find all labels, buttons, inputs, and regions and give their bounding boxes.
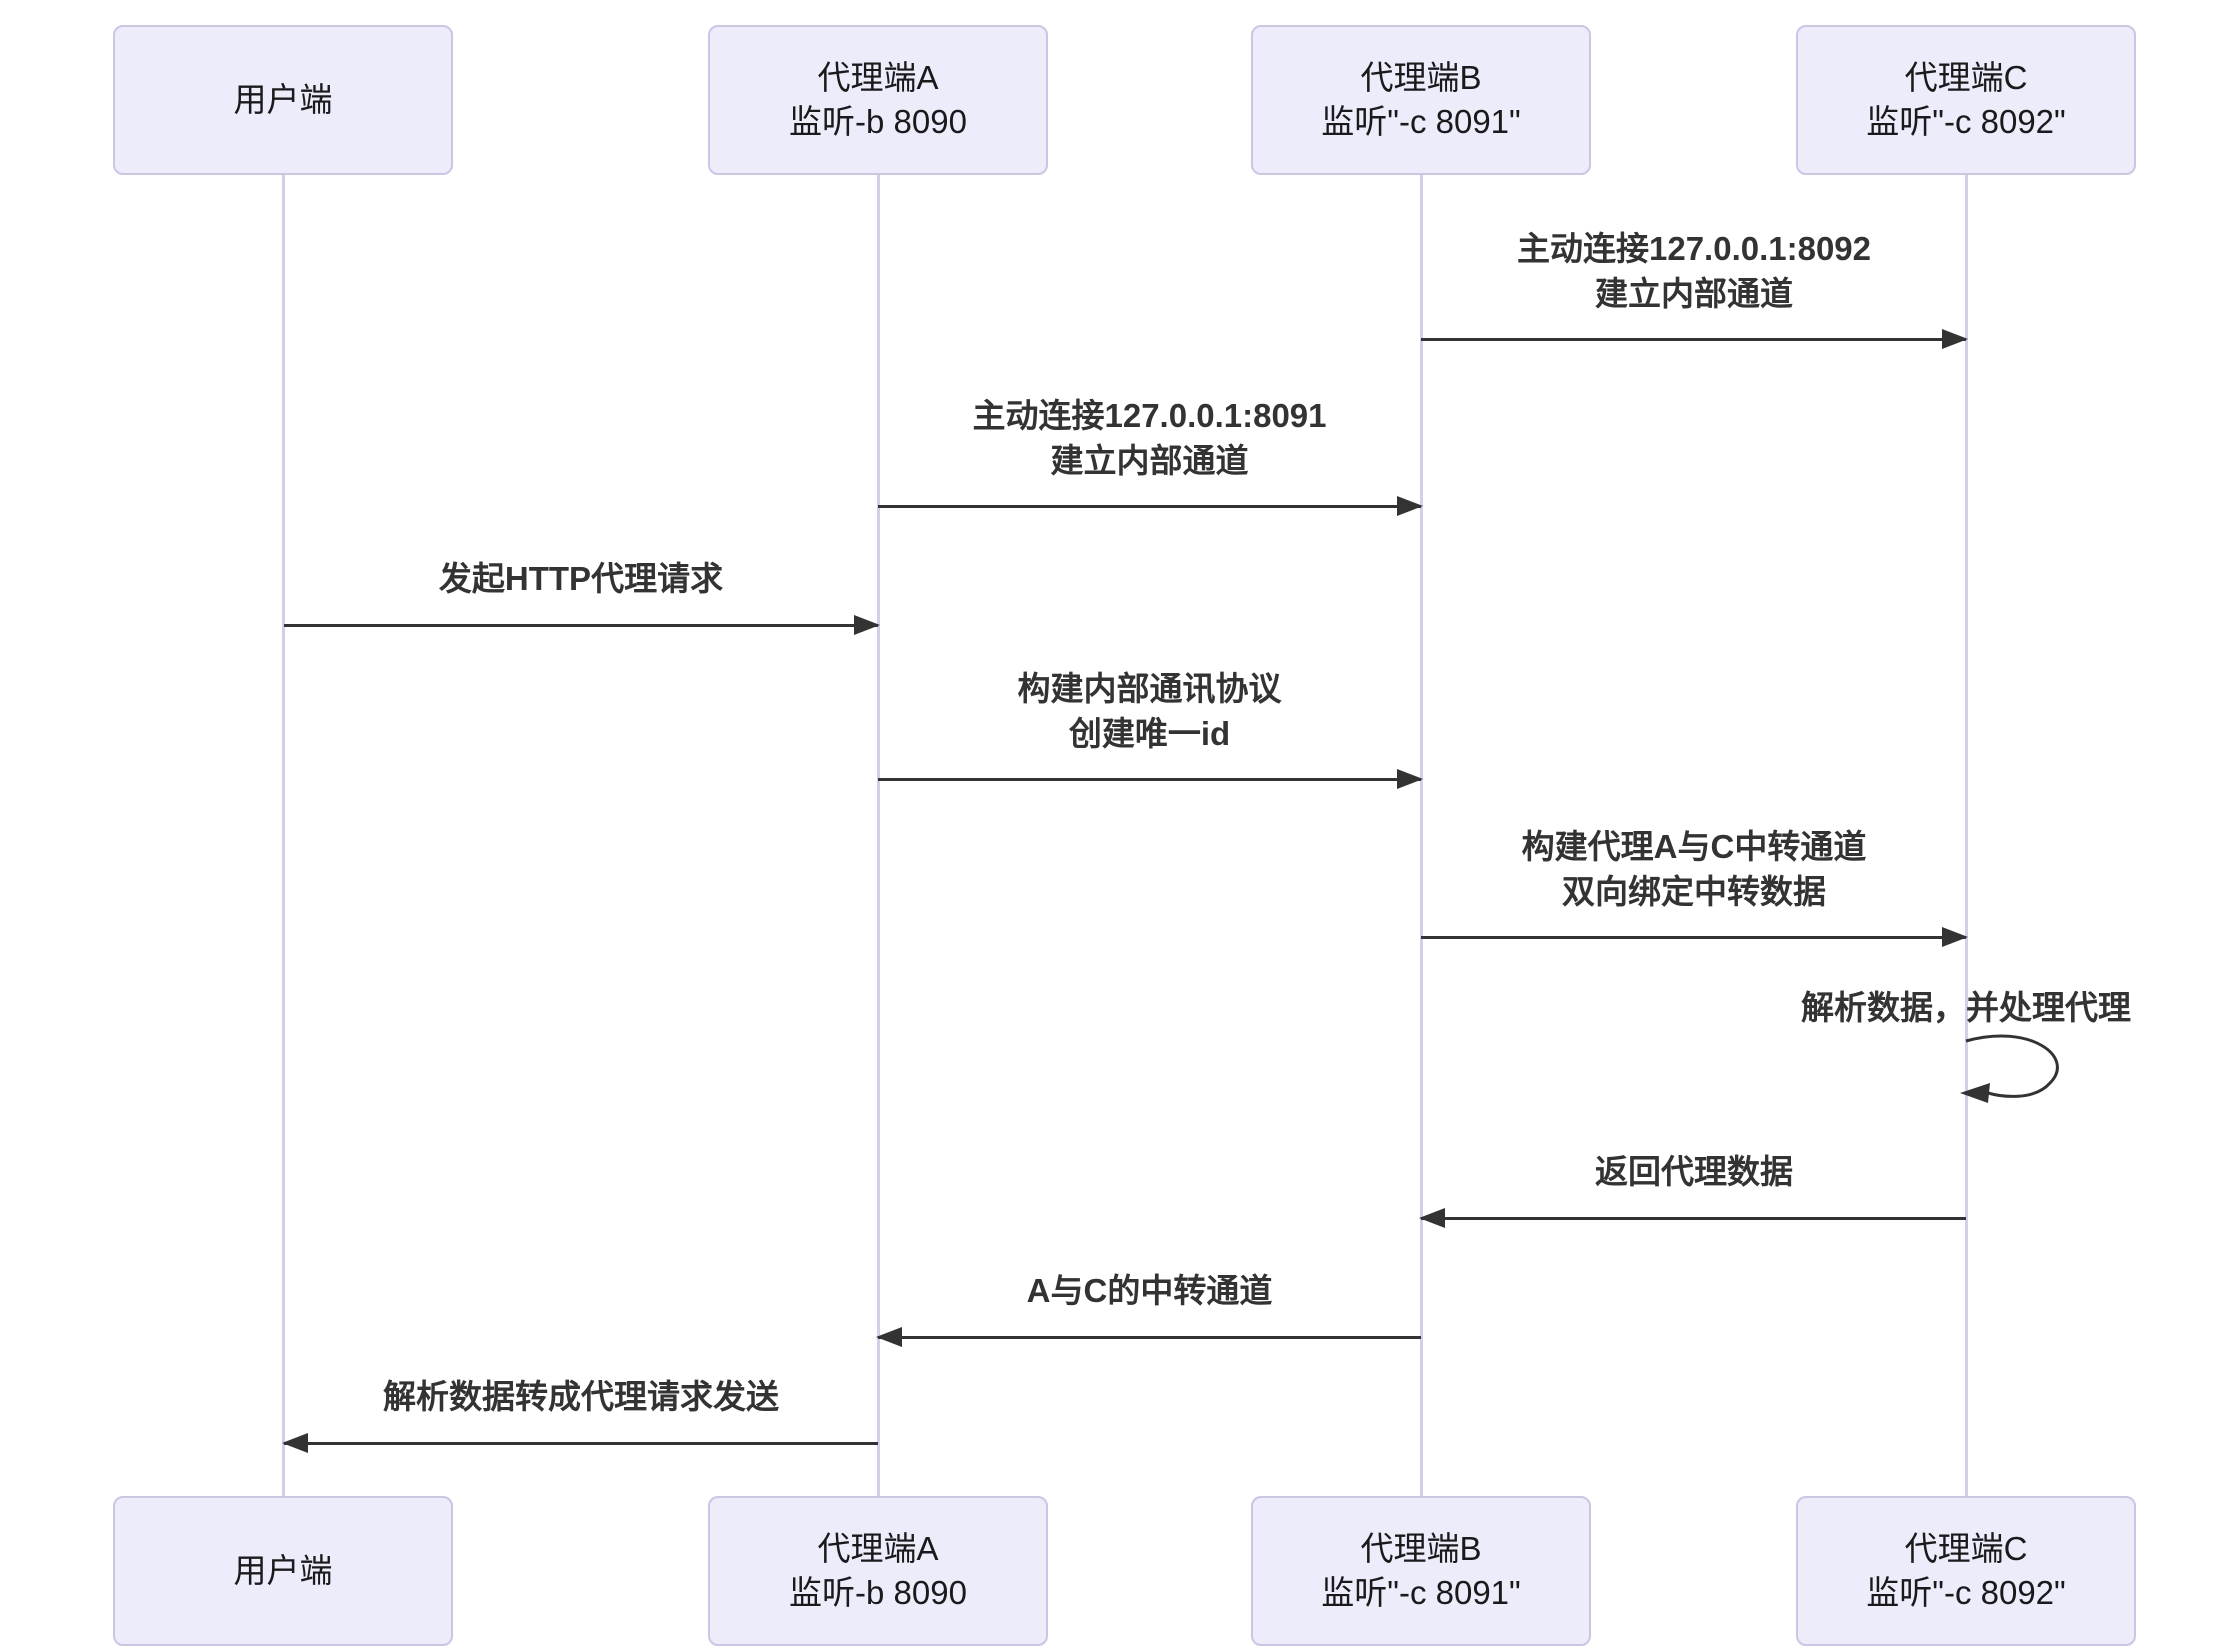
actor-top-proxy-c: 代理端C 监听"-c 8092" [1796,25,2136,175]
actor-label-line2: 监听"-c 8091" [1321,1574,1521,1611]
message-8-label: A与C的中转通道 [1026,1272,1273,1309]
message-6-label: 解析数据，并处理代理 [1801,989,2131,1026]
actor-top-proxy-a: 代理端A 监听-b 8090 [708,25,1048,175]
actor-label-line2: 监听-b 8090 [789,1574,967,1611]
actor-bottom-proxy-a: 代理端A 监听-b 8090 [708,1496,1048,1646]
message-1-label: 主动连接127.0.0.1:8092 建立内部通道 [1516,230,1872,312]
actor-label-line2: 监听-b 8090 [789,103,967,140]
message-2-arrow [878,496,1423,516]
actor-label-line1: 代理端C [1904,1530,2028,1567]
message-3-label: 发起HTTP代理请求 [438,560,724,597]
message-3-arrow [284,615,880,635]
actor-label-line1: 代理端A [817,1530,939,1567]
message-9-label: 解析数据转成代理请求发送 [383,1378,779,1415]
lifeline-proxy-b [1420,175,1423,1496]
actor-label-line1: 代理端A [817,59,939,96]
actor-label-line2: 监听"-c 8091" [1321,103,1521,140]
actor-label-line1: 代理端C [1904,59,2028,96]
lifeline-proxy-c [1965,175,1968,1496]
message-2-label: 主动连接127.0.0.1:8091 建立内部通道 [972,397,1327,479]
message-9-arrow [282,1433,878,1453]
lifeline-proxy-a [877,175,880,1496]
actor-label-line1: 代理端B [1360,1530,1482,1567]
message-7-arrow [1419,1208,1966,1228]
actor-bottom-user: 用户端 [113,1496,453,1646]
lifeline-user [282,175,285,1496]
actor-top-user: 用户端 [113,25,453,175]
actor-bottom-proxy-b: 代理端B 监听"-c 8091" [1251,1496,1591,1646]
message-4-label: 构建内部通讯协议 创建唯一id [1017,670,1282,752]
actor-label-line1: 用户端 [233,81,333,118]
actor-label-line1: 用户端 [233,1552,333,1589]
self-loop-arrow [1960,1034,2059,1103]
actor-label-line1: 代理端B [1360,59,1482,96]
message-8-arrow [876,1327,1421,1347]
message-7-label: 返回代理数据 [1595,1153,1793,1190]
message-1-arrow [1421,329,1968,349]
actor-label-line2: 监听"-c 8092" [1866,1574,2066,1611]
message-4-arrow [878,769,1423,789]
actor-label-line2: 监听"-c 8092" [1866,103,2066,140]
actor-bottom-proxy-c: 代理端C 监听"-c 8092" [1796,1496,2136,1646]
message-5-label: 构建代理A与C中转通道 双向绑定中转数据 [1521,828,1867,910]
actor-top-proxy-b: 代理端B 监听"-c 8091" [1251,25,1591,175]
message-5-arrow [1421,927,1968,947]
